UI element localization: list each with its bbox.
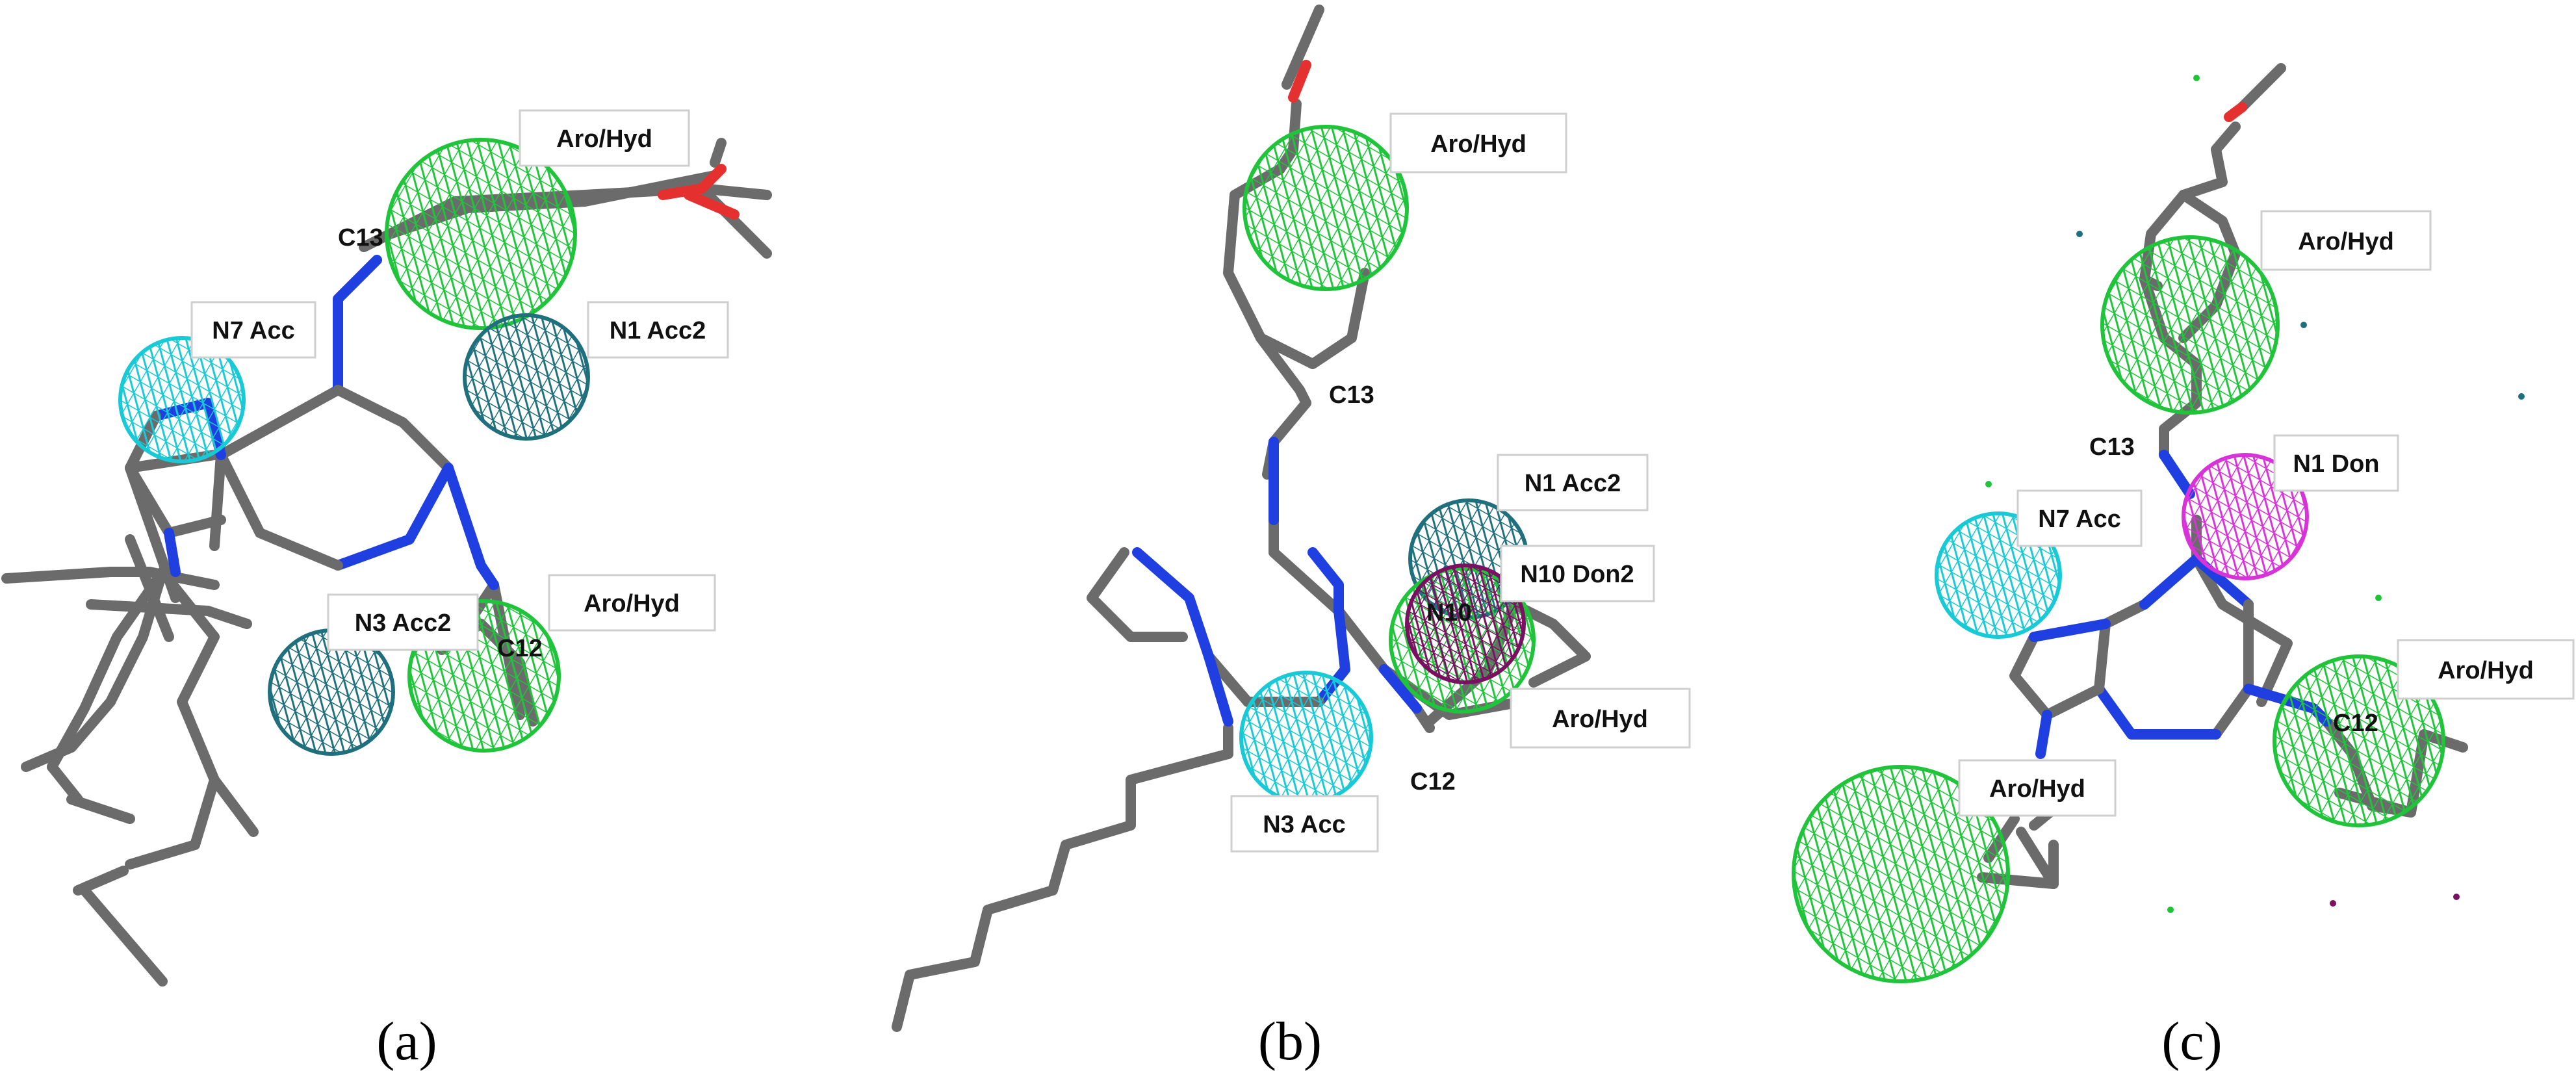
panel-a: Aro/Hyd N7 Acc N1 Acc2 N3 Acc2 Aro/Hyd C… — [1, 109, 772, 1071]
atom-label: C13 — [1329, 381, 1374, 409]
label-text: N10 Don2 — [1520, 561, 1634, 588]
label-box: Aro/Hyd — [1510, 688, 1691, 749]
atom-label: C12 — [497, 635, 543, 662]
label-text: N3 Acc2 — [355, 610, 452, 637]
label-text: Aro/Hyd — [1989, 775, 2085, 803]
label-text: N1 Acc2 — [1525, 470, 1621, 497]
scatter-dots — [1985, 75, 2525, 913]
molecule-c-oxygen — [2224, 102, 2247, 122]
label-text: Aro/Hyd — [1430, 131, 1526, 158]
label-box: Aro/Hyd — [2397, 639, 2575, 700]
label-text: Aro/Hyd — [1552, 706, 1648, 733]
molecule-a-carbon-bonds — [1, 138, 772, 987]
label-box: Aro/Hyd — [548, 574, 716, 632]
aro-hyd-sphere — [1792, 765, 2010, 983]
label-box: Aro/Hyd — [519, 109, 690, 167]
label-text: Aro/Hyd — [2298, 228, 2394, 255]
label-box: N1 Acc2 — [587, 301, 729, 359]
panel-b: Aro/Hyd N1 Acc2 N10 Don2 Aro/Hyd N3 Acc … — [892, 5, 1691, 1071]
label-box: N3 Acc2 — [327, 593, 479, 651]
label-box: N3 Acc — [1230, 795, 1379, 853]
aro-hyd-sphere — [1243, 125, 1409, 291]
molecule-b-carbon-bonds — [892, 5, 1591, 1032]
atom-label: C12 — [1410, 768, 1456, 795]
label-box: N10 Don2 — [1500, 545, 1655, 602]
molecule-b-core — [1132, 437, 1422, 727]
molecule-a-oxygen — [658, 164, 740, 220]
acceptor-sphere — [118, 336, 246, 463]
molecule-b-oxygen — [1288, 60, 1311, 103]
acceptor-sphere — [1239, 671, 1373, 805]
label-box: N7 Acc — [2016, 489, 2143, 547]
atom-label: C13 — [338, 224, 383, 252]
panel-caption: (a) — [376, 1011, 437, 1071]
atom-label: N10 — [1426, 599, 1472, 626]
label-text: N3 Acc — [1263, 811, 1345, 838]
atom-label: C13 — [2089, 433, 2135, 461]
acceptor2-sphere — [463, 313, 590, 441]
panel-caption: (b) — [1258, 1011, 1322, 1071]
label-box: Aro/Hyd — [1389, 112, 1567, 174]
label-box: N7 Acc — [190, 301, 316, 359]
label-text: N7 Acc — [2038, 506, 2120, 533]
aro-hyd-sphere — [385, 138, 577, 330]
label-box: N1 Don — [2273, 434, 2399, 492]
label-text: Aro/Hyd — [584, 590, 680, 617]
label-box: Aro/Hyd — [2260, 210, 2432, 271]
label-text: N1 Acc2 — [610, 317, 706, 344]
label-text: N1 Don — [2293, 450, 2380, 478]
panel-caption: (c) — [2161, 1011, 2222, 1071]
panel-c: Aro/Hyd N1 Don N7 Acc Aro/Hyd Aro/Hyd C1… — [1792, 63, 2575, 1071]
atom-label: C12 — [2333, 710, 2378, 737]
label-box: N1 Acc2 — [1497, 454, 1649, 511]
label-text: Aro/Hyd — [556, 125, 652, 153]
label-box: Aro/Hyd — [1958, 759, 2117, 817]
label-text: N7 Acc — [212, 317, 294, 344]
aro-hyd-sphere — [2100, 235, 2280, 415]
donor2-sphere — [1405, 563, 1526, 684]
label-text: Aro/Hyd — [2438, 657, 2534, 684]
